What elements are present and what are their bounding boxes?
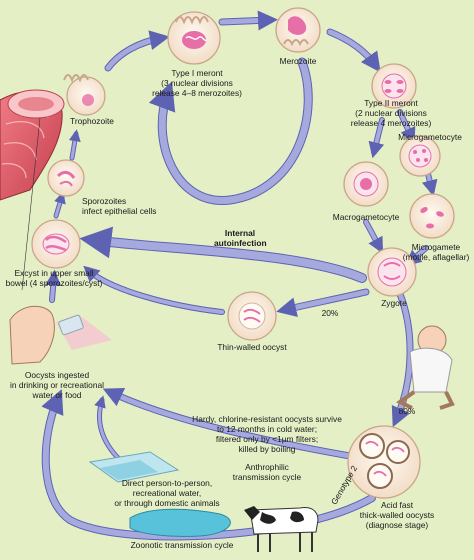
cell-sporozoites [47, 159, 85, 197]
child-illustration [396, 325, 455, 410]
label-percent-20: 20% [321, 308, 339, 318]
pond-illustration [129, 508, 231, 537]
label-microgamete: Microgamete (motile, aflagellar) [402, 242, 470, 262]
label-direct-transmission: Direct person-to-person, recreational wa… [114, 478, 220, 508]
cycle-arrows [41, 10, 438, 541]
recreational-water-illustration [88, 451, 180, 483]
parasite-details [42, 16, 444, 489]
label-zygote: Zygote [381, 298, 407, 308]
cell-microgamete [409, 193, 455, 239]
label-sporozoites: Sporozoites infect epithelial cells [82, 196, 157, 216]
intestine-illustration [0, 89, 65, 291]
label-macrogametocyte: Macrogametocyte [332, 212, 400, 222]
cow-illustration [244, 506, 319, 552]
label-merozoite: Merozoite [279, 56, 317, 66]
arrow-trophozoite-to-meront1 [104, 34, 166, 72]
label-thin-walled-oocyst: Thin-walled oocyst [217, 342, 287, 352]
label-type2-meront: Type II meront (2 nuclear divisions rele… [350, 98, 432, 128]
label-acid-fast: Acid fast thick-walled oocysts (diagnose… [359, 500, 435, 530]
label-percent-80: 80% [398, 406, 416, 416]
label-oocysts-ingested: Oocysts ingested in drinking or recreati… [9, 370, 105, 400]
label-anthrophilic: Anthrophilic transmission cycle [232, 462, 302, 482]
person-drinking [9, 305, 112, 365]
label-zoonotic: Zoonotic transmission cycle [130, 540, 234, 550]
label-type1-meront: Type I meront (3 nuclear divisions relea… [152, 68, 242, 98]
label-excyst: Excyst in upper small bowel (4 sporozoit… [5, 268, 103, 288]
label-microgametocyte: Microgametocyte [398, 132, 462, 142]
arrow-thin-to-excyst [85, 267, 225, 315]
label-hardy-oocysts: Hardy, chlorine-resistant oocysts surviv… [192, 414, 342, 454]
label-internal-autoinfection: Internal autoinfection [214, 228, 267, 248]
label-trophozoite: Trophozoite [70, 116, 114, 126]
